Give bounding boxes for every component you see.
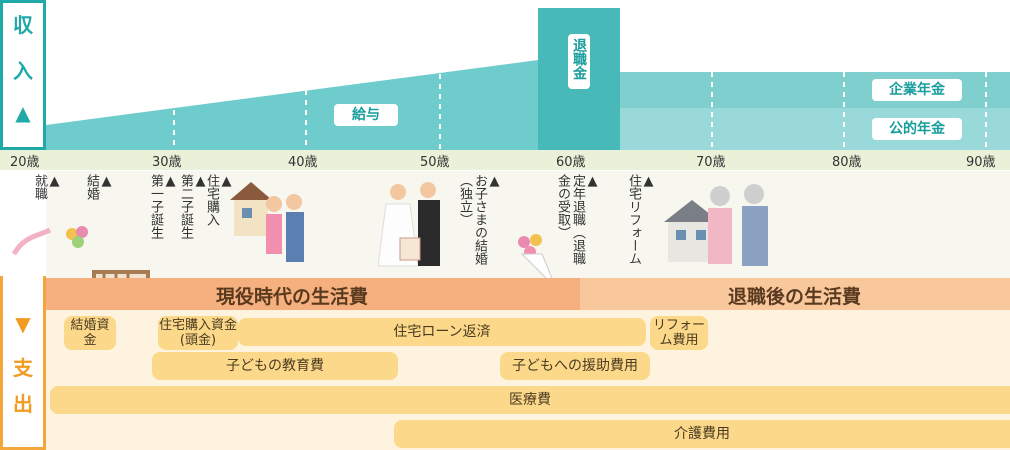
age-timeline bbox=[0, 150, 1010, 170]
age-80: 80歳 bbox=[832, 155, 862, 170]
up-arrow-icon: ▲ bbox=[585, 174, 600, 189]
event-employment: ▲就職 bbox=[32, 174, 62, 200]
expense-bar-nursing: 介護費用 bbox=[394, 420, 1010, 448]
event-retirement-label: 定年退職（退職金の受取） bbox=[555, 174, 585, 265]
house-down-label: 住宅購入資金(頭金) bbox=[159, 318, 238, 348]
age-60: 60歳 bbox=[556, 155, 586, 170]
wedding-couple-illustration bbox=[378, 182, 440, 267]
retired-living-band bbox=[580, 278, 1010, 310]
event-child-marriage: ▲お子さまの結婚（独立） bbox=[457, 174, 502, 274]
corporate-pension-label: 企業年金 bbox=[872, 79, 962, 101]
up-arrow-icon: ▲ bbox=[487, 174, 502, 189]
event-reform-label: 住宅リフォーム bbox=[626, 174, 641, 265]
event-marriage: ▲結婚 bbox=[84, 174, 114, 200]
up-arrow-icon: ▲ bbox=[47, 174, 62, 189]
up-arrow-icon: ▲ bbox=[193, 174, 208, 189]
senior-couple-illustration bbox=[708, 184, 768, 266]
house-illustration bbox=[230, 182, 272, 236]
expense-arrow-down-icon: ▼ bbox=[15, 312, 31, 336]
salary-area bbox=[46, 60, 538, 150]
income-arrow-up-icon: ▲ bbox=[15, 101, 31, 125]
expense-sidebar: ▼ 支 出 bbox=[0, 276, 46, 450]
income-char-2: 入 bbox=[13, 59, 33, 83]
expense-bar-education: 子どもの教育費 bbox=[152, 352, 398, 380]
retired-living-label: 退職後の生活費 bbox=[728, 286, 862, 308]
up-arrow-icon: ▲ bbox=[641, 174, 656, 189]
ribbon-illustration bbox=[12, 227, 52, 256]
age-90: 90歳 bbox=[966, 155, 996, 170]
public-pension-label: 公的年金 bbox=[872, 118, 962, 140]
up-arrow-icon: ▲ bbox=[99, 174, 114, 189]
expense-bar-loan: 住宅ローン返済 bbox=[238, 318, 646, 346]
event-child-marriage-label: お子さまの結婚（独立） bbox=[457, 174, 487, 265]
event-second-child-label: 第二子誕生 bbox=[178, 174, 193, 239]
bouquet-illustration bbox=[66, 226, 88, 248]
salary-label: 給与 bbox=[334, 104, 398, 126]
expense-bar-reform: リフォーム費用 bbox=[650, 316, 708, 350]
expense-char-2: 出 bbox=[13, 392, 33, 416]
event-first-child: ▲第一子誕生 bbox=[148, 174, 178, 239]
retirement-allowance-label: 退職金 bbox=[568, 34, 590, 89]
up-arrow-icon: ▲ bbox=[163, 174, 178, 189]
working-living-label: 現役時代の生活費 bbox=[216, 286, 369, 308]
expense-char-1: 支 bbox=[13, 356, 33, 380]
event-marriage-label: 結婚 bbox=[84, 174, 99, 200]
age-70: 70歳 bbox=[696, 155, 726, 170]
wedding-label: 結婚資金 bbox=[70, 318, 110, 348]
couple-illustration bbox=[266, 194, 304, 262]
up-arrow-icon: ▲ bbox=[219, 174, 234, 189]
expense-bar-child-support: 子どもへの援助費用 bbox=[500, 352, 650, 380]
reform-cost-label: リフォーム費用 bbox=[652, 318, 705, 348]
event-reform: ▲住宅リフォーム bbox=[624, 174, 656, 274]
event-second-child: ▲第二子誕生 bbox=[178, 174, 208, 239]
age-40: 40歳 bbox=[288, 155, 318, 170]
age-30: 30歳 bbox=[152, 155, 182, 170]
event-first-child-label: 第一子誕生 bbox=[148, 174, 163, 239]
working-living-band bbox=[46, 278, 580, 310]
event-retirement: ▲定年退職（退職金の受取） bbox=[554, 174, 600, 274]
event-employment-label: 就職 bbox=[32, 174, 47, 200]
retirement-allowance-text: 退職金 bbox=[571, 38, 587, 80]
event-house-purchase-label: 住宅購入 bbox=[204, 174, 219, 226]
expense-bar-wedding: 結婚資金 bbox=[64, 316, 116, 350]
income-sidebar: 収 入 ▲ bbox=[0, 0, 46, 150]
expense-bar-house-down: 住宅購入資金(頭金) bbox=[158, 316, 238, 350]
age-20: 20歳 bbox=[10, 155, 40, 170]
income-char-1: 収 bbox=[13, 13, 33, 37]
expense-bar-medical: 医療費 bbox=[50, 386, 1010, 414]
event-house-purchase: ▲住宅購入 bbox=[204, 174, 234, 226]
income-chart bbox=[46, 8, 1010, 150]
age-50: 50歳 bbox=[420, 155, 450, 170]
